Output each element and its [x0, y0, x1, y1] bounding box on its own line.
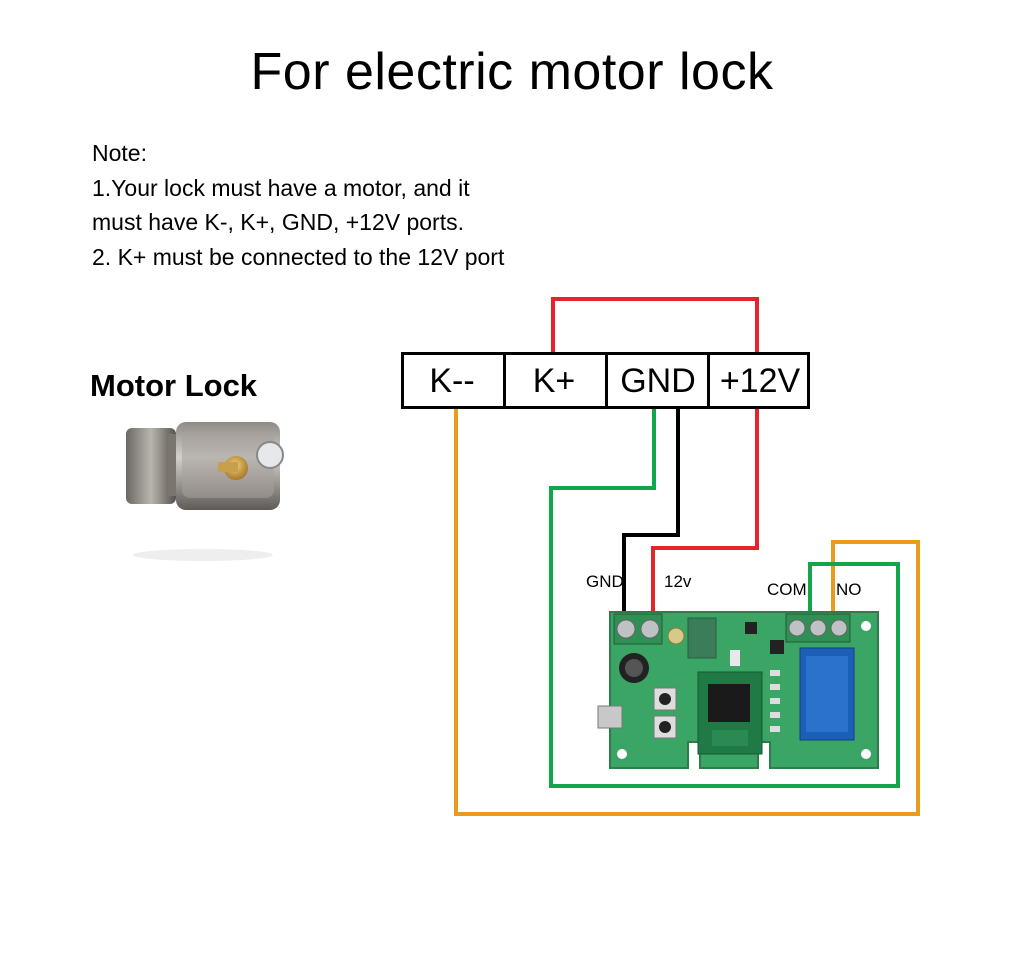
terminal-divider	[503, 352, 506, 409]
diagram-title: For electric motor lock	[250, 43, 774, 101]
wire-k-minus-to-no	[454, 409, 920, 816]
relay-board	[597, 611, 879, 769]
board-com-label: COM	[767, 580, 807, 599]
motor-lock-image	[126, 422, 284, 561]
terminal-plus-12v: +12V	[719, 362, 801, 400]
board-no-label: NO	[836, 580, 862, 599]
board-gnd-label: GND	[586, 572, 624, 591]
terminal-divider	[605, 352, 608, 409]
wire-12v-to-board-12v	[651, 409, 759, 620]
wire-gnd-to-board-gnd	[622, 409, 680, 620]
motor-lock-label: Motor Lock	[90, 368, 258, 403]
terminal-divider	[707, 352, 710, 409]
terminal-gnd: GND	[620, 362, 696, 400]
terminal-k-plus: K+	[532, 362, 576, 400]
note-line-2: must have K-, K+, GND, +12V ports.	[92, 209, 464, 235]
note-line-1: 1.Your lock must have a motor, and it	[92, 174, 470, 201]
note-line-3: 2. K+ must be connected to the 12V port	[92, 243, 505, 270]
wire-k-plus-to-12v	[551, 297, 759, 353]
board-12v-label: 12v	[664, 572, 692, 591]
note-heading: Note:	[92, 140, 147, 166]
note-block: Note: 1.Your lock must have a motor, and…	[92, 136, 504, 274]
terminal-k-minus: K--	[429, 362, 475, 400]
wire-gnd-to-com	[549, 409, 900, 788]
